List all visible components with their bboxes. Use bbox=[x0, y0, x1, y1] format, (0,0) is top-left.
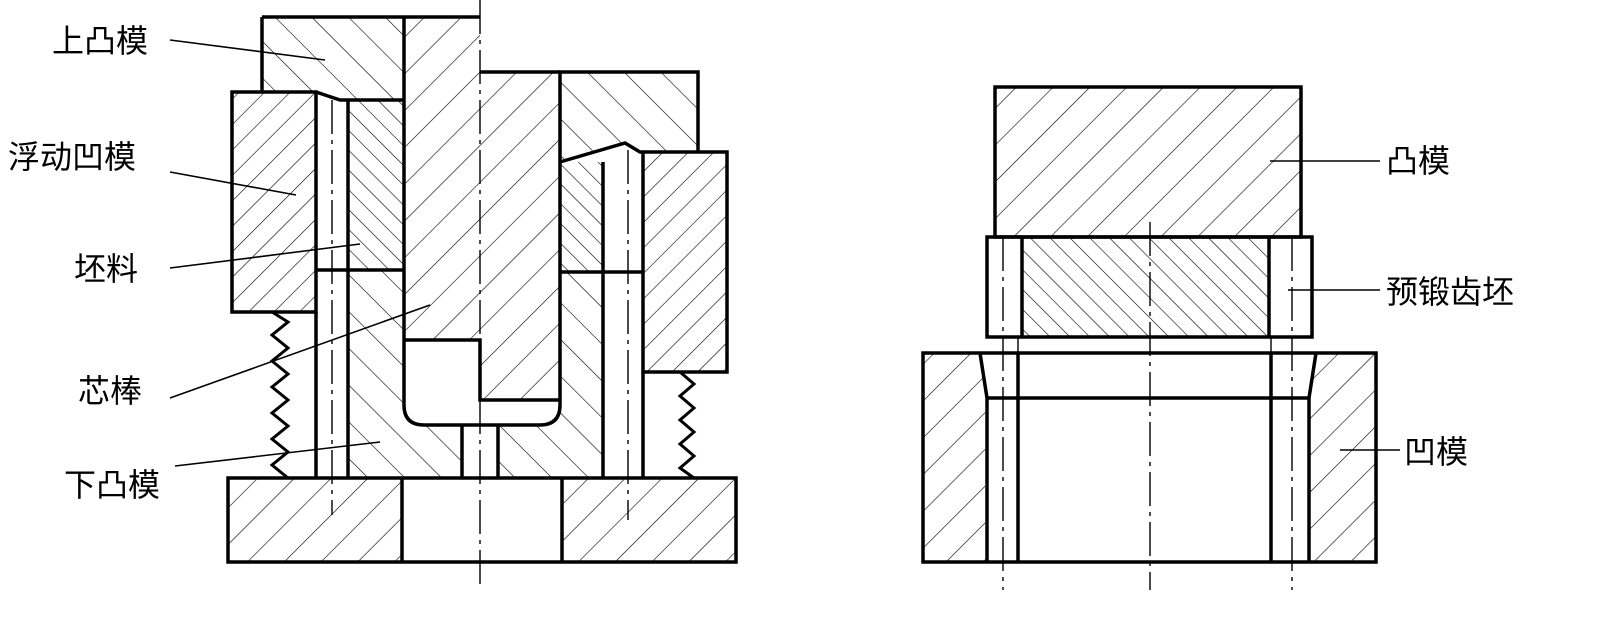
label-lower-punch: 下凸模 bbox=[64, 466, 160, 504]
blank-left bbox=[348, 100, 404, 270]
right-assembly bbox=[921, 85, 1378, 590]
base-plate-right bbox=[562, 478, 736, 562]
die-right-wall bbox=[1310, 353, 1376, 562]
label-floating-die: 浮动凹模 bbox=[8, 138, 136, 176]
upper-punch-right bbox=[560, 72, 698, 162]
mandrel bbox=[404, 17, 560, 400]
label-die: 凹模 bbox=[1404, 433, 1468, 471]
label-punch: 凸模 bbox=[1386, 142, 1450, 180]
blank-right bbox=[560, 162, 603, 272]
mandrel-head bbox=[404, 340, 480, 420]
punch bbox=[995, 87, 1301, 237]
label-blank: 坯料 bbox=[74, 250, 138, 288]
leader-lines bbox=[169, 39, 1400, 467]
spring-left bbox=[269, 310, 291, 480]
left-assembly bbox=[226, 0, 738, 590]
floating-die-left bbox=[232, 92, 316, 312]
preforged-gear-blank-body bbox=[1022, 237, 1269, 337]
label-preforged-gear-blank: 预锻齿坯 bbox=[1386, 273, 1514, 311]
label-upper-punch: 上凸模 bbox=[52, 22, 148, 60]
label-mandrel: 芯棒 bbox=[78, 372, 142, 410]
die-left-wall bbox=[923, 353, 985, 562]
spring-right bbox=[677, 370, 697, 480]
floating-die-right bbox=[643, 152, 727, 372]
upper-punch-left bbox=[262, 17, 404, 100]
labels: 上凸模 浮动凹模 坯料 芯棒 下凸模 凸模 预锻齿坯 凹模 bbox=[8, 22, 1514, 504]
base-plate-left bbox=[228, 478, 402, 562]
